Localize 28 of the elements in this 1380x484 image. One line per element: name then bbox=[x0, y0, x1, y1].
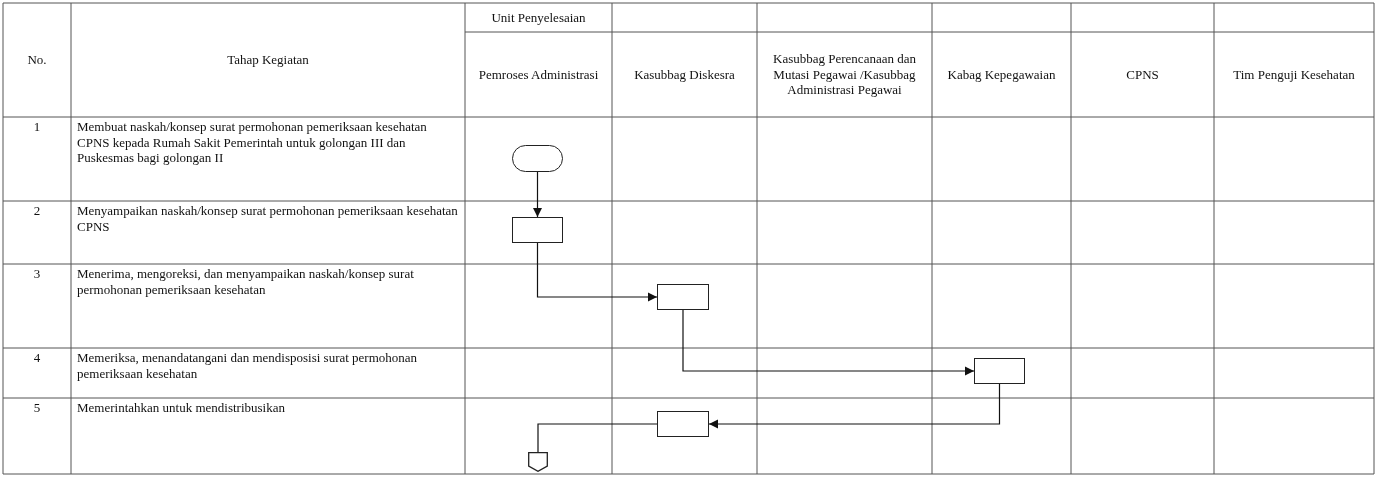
process-box bbox=[657, 284, 709, 310]
column-header: Unit Penyelesaian bbox=[491, 9, 586, 26]
flow-arrow bbox=[536, 242, 658, 302]
step-description: Membuat naskah/konsep surat permohonan pemeriksaan kesehatan CPNS kepada Rumah Sakit Pemerintah untuk golongan III dan Puskesmas bagi golongan II bbox=[77, 119, 428, 166]
process-box bbox=[657, 411, 709, 437]
step-number: 1 bbox=[33, 119, 41, 135]
column-header: Tahap Kegiatan bbox=[227, 52, 309, 68]
step-description: Menerima, mengoreksi, dan menyampaikan naskah/konsep surat permohonan pemeriksaan kesehatan bbox=[77, 266, 415, 298]
flow-arrow bbox=[682, 309, 975, 376]
off-page-connector bbox=[528, 452, 548, 472]
column-header: Kabag Kepegawaian bbox=[947, 66, 1056, 83]
flow-arrow bbox=[708, 383, 1001, 429]
column-header: No. bbox=[27, 52, 47, 68]
step-number: 2 bbox=[33, 203, 41, 219]
flow-arrow bbox=[533, 171, 542, 218]
column-header: Tim Penguji Kesehatan bbox=[1233, 66, 1355, 83]
process-box bbox=[512, 217, 563, 243]
column-header: CPNS bbox=[1126, 66, 1159, 83]
step-description: Memerintahkan untuk mendistribusikan bbox=[77, 400, 285, 416]
step-number: 3 bbox=[33, 266, 41, 282]
step-description: Menyampaikan naskah/konsep surat permohonan pemeriksaan kesehatan CPNS bbox=[77, 203, 459, 235]
step-number: 4 bbox=[33, 350, 41, 366]
column-header: Kasubbag Perencanaan dan Mutasi Pegawai /Kasubbag Administrasi Pegawai bbox=[772, 51, 917, 98]
step-number: 5 bbox=[33, 400, 41, 416]
column-header: Pemroses Administrasi bbox=[478, 66, 599, 83]
step-description: Memeriksa, menandatangani dan mendisposisi surat permohonan pemeriksaan kesehatan bbox=[77, 350, 419, 382]
column-header: Kasubbag Diskesra bbox=[634, 66, 735, 83]
process-box bbox=[974, 358, 1025, 384]
